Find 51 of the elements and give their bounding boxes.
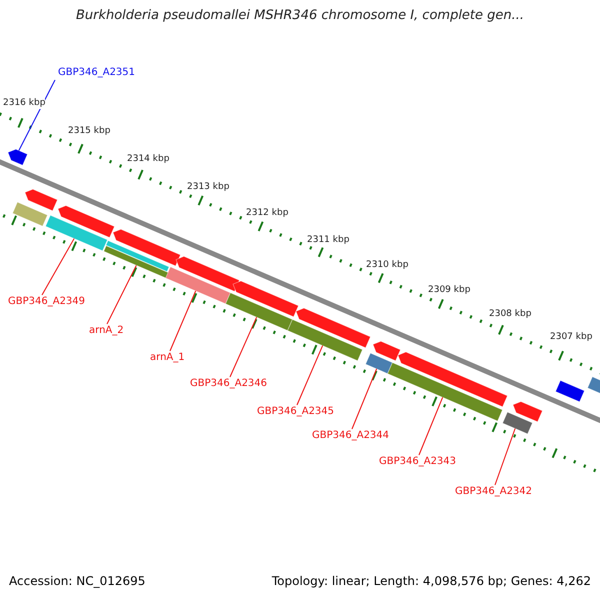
gene-feature [12, 202, 48, 226]
gene-label: GBP346_A2349 [8, 296, 86, 308]
gene-feature [225, 292, 293, 331]
leader-line [296, 345, 324, 406]
gene-feature [512, 401, 543, 422]
leader-line [18, 80, 56, 152]
leader-line [352, 368, 378, 430]
footer-text: Topology: linear; Length: 4,098,576 bp; Genes: 4,262 [272, 575, 591, 587]
tick-label: 2315 kbp [68, 125, 110, 137]
gene-feature [232, 280, 299, 318]
gene-label: arnA_1 [150, 352, 185, 364]
leader-line [170, 290, 196, 352]
leader-line [494, 428, 516, 486]
gene-label: GBP346_A2345 [257, 406, 334, 418]
footer-text: Accession: NC_012695 [9, 575, 146, 587]
tick-label: 2308 kbp [489, 308, 532, 320]
gene-feature [176, 256, 240, 292]
leader-line [106, 264, 137, 324]
gene-feature [502, 412, 533, 434]
tick-label: 2307 kbp [550, 331, 592, 343]
gene-label: GBP346_A2342 [455, 486, 532, 498]
title: Burkholderia pseudomallei MSHR346 chromosome I, complete gen... [74, 10, 526, 22]
gene-feature [372, 340, 401, 362]
gene-feature [398, 352, 508, 408]
leader-line [418, 396, 444, 456]
gene-label: GBP346_A2346 [190, 378, 268, 390]
gene-feature [287, 319, 363, 362]
gene-label: GBP346_A2344 [312, 430, 390, 442]
gene-feature [296, 308, 371, 348]
tick-label: 2310 kbp [366, 259, 408, 271]
gene-label: arnA_2 [89, 325, 124, 337]
tick-label: 2311 kbp [307, 234, 350, 246]
gene-feature [45, 214, 108, 252]
gene-feature [165, 266, 231, 304]
gene-feature [24, 188, 58, 212]
tick-label: 2314 kbp [127, 153, 170, 165]
leader-line [42, 238, 75, 296]
gene-feature [555, 380, 585, 402]
tick-label: 2309 kbp [428, 284, 470, 296]
gene-feature [387, 362, 503, 422]
tick-label: 2313 kbp [187, 181, 230, 193]
tick-label: 2312 kbp [246, 207, 288, 219]
gene-label: GBP346_A2351 [58, 67, 136, 79]
gene-feature [365, 352, 393, 374]
gene-feature [58, 205, 115, 238]
tick-label: 2316 kbp [3, 97, 46, 109]
gene-feature [106, 240, 170, 272]
gene-feature [112, 228, 181, 266]
gene-feature [8, 148, 28, 166]
gene-label: GBP346_A2343 [379, 456, 456, 468]
leader-line [230, 316, 258, 378]
